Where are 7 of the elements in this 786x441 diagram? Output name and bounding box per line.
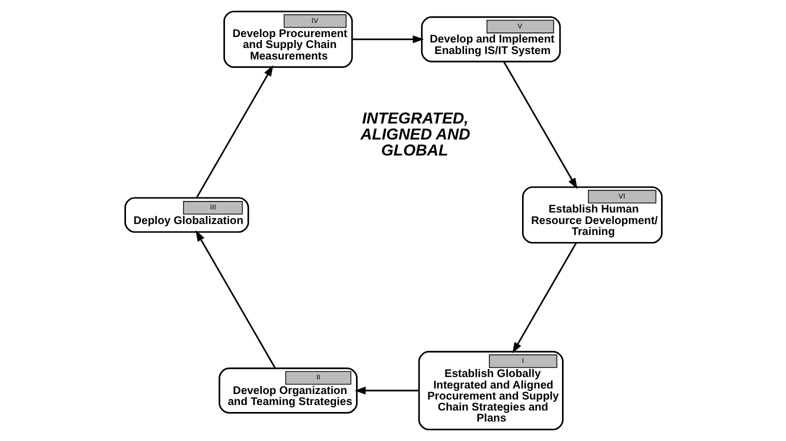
arrow <box>502 61 577 190</box>
arrow <box>195 230 276 369</box>
arrow <box>195 65 273 198</box>
arrow <box>352 35 424 44</box>
arrow <box>512 242 576 354</box>
arrow <box>354 386 418 394</box>
label: INTEGRATED, ALIGNED AND GLOBAL <box>360 110 470 160</box>
